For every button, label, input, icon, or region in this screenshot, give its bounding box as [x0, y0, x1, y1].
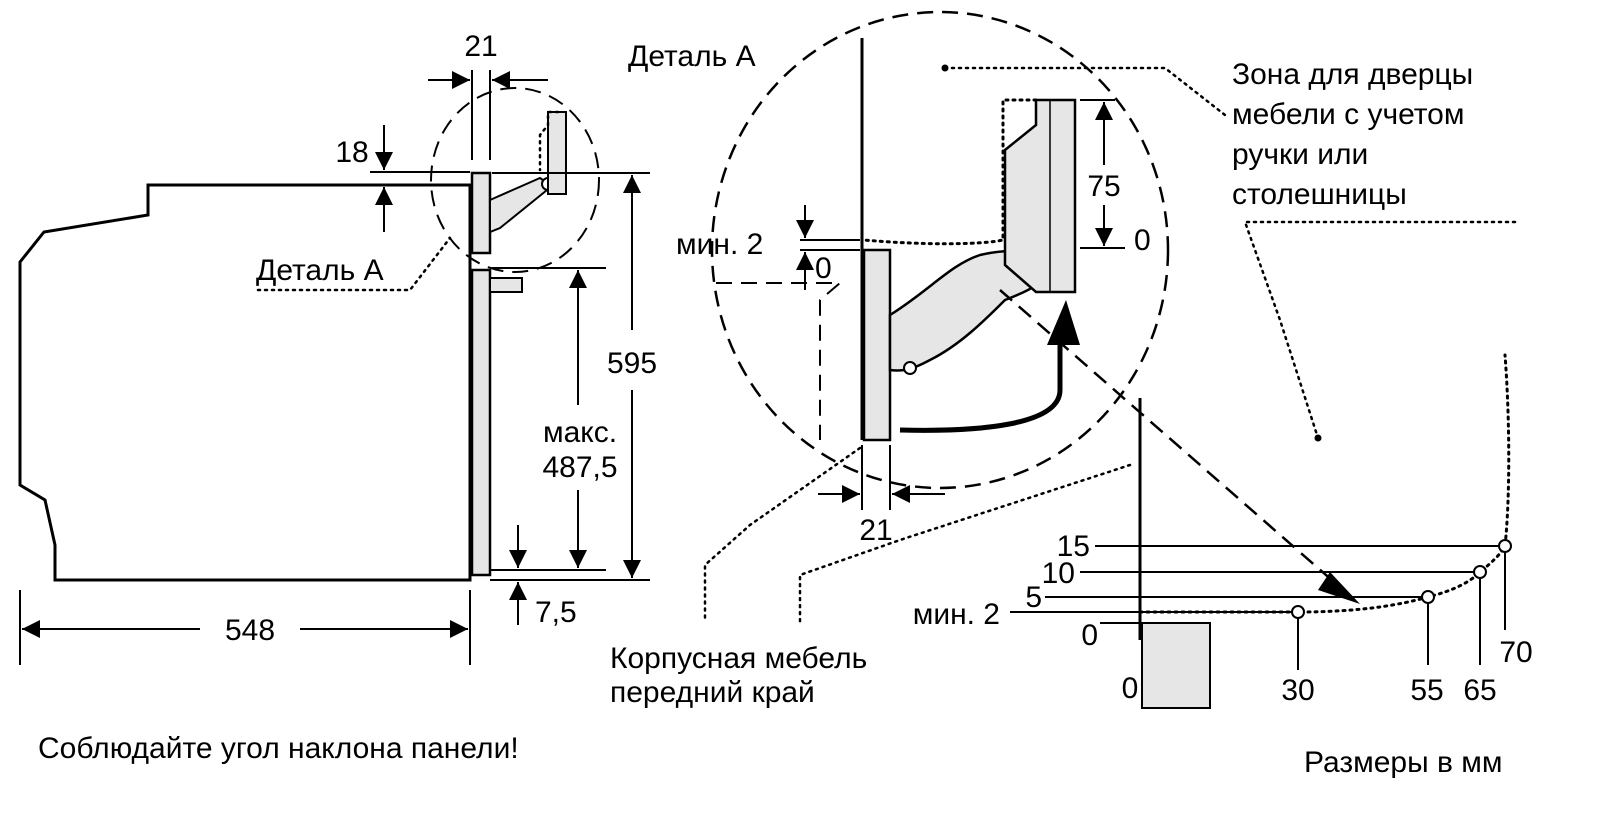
graph-x-label-0: 0	[1122, 672, 1139, 705]
furniture-door-small	[547, 111, 567, 195]
zone-label-line4: столешницы	[1232, 178, 1407, 211]
dim-595-label: 595	[607, 347, 657, 380]
zone-outline-small	[538, 110, 560, 172]
dim-548-label: 548	[225, 614, 275, 647]
dim-18-label: 18	[335, 136, 368, 169]
graph-y-label-5: 5	[1025, 581, 1042, 614]
trajectory-arrow-head	[1318, 572, 1360, 604]
zone-label-line2: мебели с учетом	[1232, 98, 1464, 131]
cabinet-leader-2	[798, 463, 1132, 624]
clearance-graph: 15 10 5 мин. 2 0 0 30 55 65 70	[913, 353, 1533, 709]
hinge-arm	[489, 176, 554, 234]
dim-21-detail-label: 21	[859, 514, 892, 547]
max-label: макс.	[543, 416, 617, 449]
zone-leader-bottom-dot	[1314, 434, 1322, 442]
cabinet-label-line2: передний край	[610, 676, 815, 709]
detail-furniture-door	[1003, 98, 1077, 294]
control-panel	[470, 171, 492, 255]
graph-min2-label: мин. 2	[913, 598, 1000, 631]
zone-leader-top-dot	[941, 64, 949, 72]
panel-tilt-outline	[716, 282, 843, 440]
zone-outline-detail	[862, 98, 1038, 246]
zone-leader-bottom	[1243, 220, 1517, 440]
graph-x-label-55: 55	[1410, 674, 1443, 707]
clearance-curve	[1138, 353, 1511, 614]
graph-y-label-10: 10	[1042, 557, 1075, 590]
graph-x-label-30: 30	[1281, 674, 1314, 707]
detail-a-side-label: Деталь A	[256, 254, 384, 287]
detail-a-view: Деталь A 75 0 мин. 2 0 21	[628, 10, 1360, 624]
graph-y-label-0: 0	[1081, 619, 1098, 652]
detail-a-circle-large	[710, 10, 1170, 490]
opening-arrow-path	[899, 345, 1063, 433]
graph-x-label-70: 70	[1499, 636, 1532, 669]
dim-7-5-label: 7,5	[535, 596, 577, 629]
zone-label-line3: ручки или	[1232, 138, 1368, 171]
detail-a-top-label: Деталь A	[628, 40, 756, 73]
graph-x-label-65: 65	[1463, 674, 1496, 707]
dim-0-right-label: 0	[1134, 224, 1151, 257]
dim-max-label: 487,5	[542, 451, 617, 484]
detail-a-leader	[256, 236, 452, 292]
cabinet-leader-1	[703, 446, 862, 624]
dim-0-detail-label: 0	[815, 252, 832, 285]
curve-point-70	[1498, 539, 1512, 553]
units-label: Размеры в мм	[1304, 746, 1503, 779]
curve-point-55	[1421, 590, 1435, 604]
graph-y-label-15: 15	[1057, 530, 1090, 563]
oven-body-outline	[18, 183, 472, 582]
door-handle	[489, 277, 523, 293]
detail-a-circle-small	[430, 87, 600, 273]
oven-side-view: 21 18 Деталь A 595 макс. 487,5 7,5 548	[18, 30, 657, 665]
curve-point-30	[1291, 605, 1305, 619]
opening-arrow-head	[1047, 300, 1080, 345]
curve-point-65	[1473, 565, 1487, 579]
zone-label: Зона для дверцы мебели с учетом ручки ил…	[941, 58, 1517, 442]
oven-door	[470, 268, 492, 577]
zone-label-line1: Зона для дверцы	[1232, 58, 1473, 91]
dim-21-top-label: 21	[464, 30, 497, 63]
zone-leader-top	[943, 66, 1227, 117]
min2-detail-label: мин. 2	[676, 228, 763, 261]
graph-panel-block	[1141, 622, 1211, 709]
detail-panel	[862, 248, 892, 442]
angle-note: Соблюдайте угол наклона панели!	[38, 732, 519, 765]
cabinet-label-line1: Корпусная мебель	[610, 642, 867, 675]
detail-hinge-lower-pin	[903, 361, 917, 375]
dim-75-label: 75	[1087, 170, 1120, 203]
